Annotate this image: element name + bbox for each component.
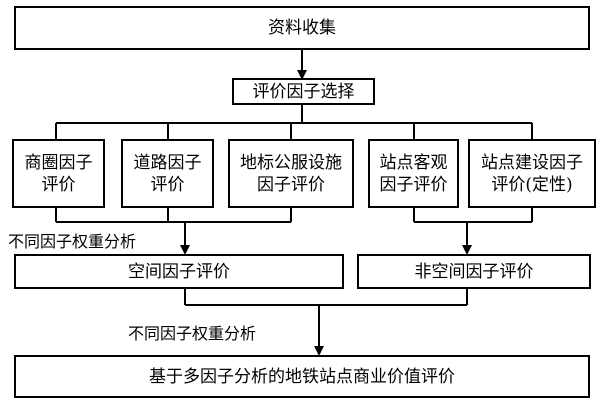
factor-4-line-1: 站点客观 (379, 152, 448, 173)
factor-selection-box: 评价因子选择 (232, 78, 375, 105)
factor-1-line-2: 评价 (41, 174, 76, 195)
factor-box-station-construction: 站点建设因子 评价(定性) (468, 139, 596, 208)
weight-analysis-label-upper: 不同因子权重分析 (8, 232, 137, 252)
factor-box-station-objective: 站点客观 因子评价 (368, 139, 459, 208)
factor-5-line-1: 站点建设因子 (481, 152, 583, 173)
nonspatial-evaluation-box: 非空间因子评价 (357, 254, 591, 289)
final-evaluation-box: 基于多因子分析的地铁站点商业价值评价 (14, 355, 590, 398)
factor-3-line-2: 因子评价 (257, 174, 325, 195)
nonspatial-evaluation-label: 非空间因子评价 (414, 261, 534, 282)
spatial-evaluation-box: 空间因子评价 (14, 254, 344, 289)
factor-1-line-1: 商圈因子 (24, 152, 93, 173)
factor-4-line-2: 因子评价 (379, 174, 448, 195)
data-collection-box: 资料收集 (14, 6, 590, 50)
factor-box-landmark-facilities: 地标公服设施 因子评价 (228, 139, 354, 208)
factor-5-line-2: 评价(定性) (491, 174, 573, 195)
data-collection-label: 资料收集 (268, 18, 336, 38)
factor-2-line-2: 评价 (150, 174, 185, 195)
factor-selection-label: 评价因子选择 (252, 81, 355, 102)
factor-3-line-1: 地标公服设施 (240, 152, 342, 173)
factor-box-road: 道路因子 评价 (121, 139, 214, 208)
weight-analysis-label-lower: 不同因子权重分析 (128, 324, 257, 344)
spatial-evaluation-label: 空间因子评价 (128, 261, 230, 282)
final-evaluation-label: 基于多因子分析的地铁站点商业价值评价 (149, 366, 455, 387)
factor-2-line-1: 道路因子 (133, 152, 202, 173)
factor-box-business-district: 商圈因子 评价 (12, 139, 105, 208)
